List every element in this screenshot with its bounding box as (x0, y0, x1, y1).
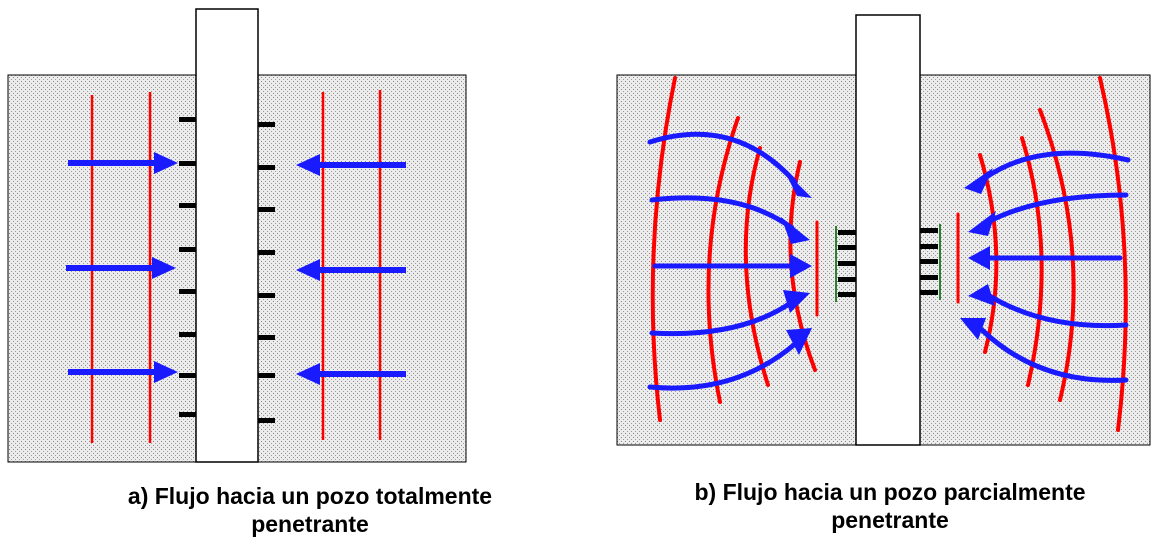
caption-a-line1: a) Flujo hacia un pozo totalmente (127, 483, 493, 509)
caption-b-line1: b) Flujo hacia un pozo parcialmente (694, 479, 1086, 505)
panel-b-partially-penetrating-well (616, 14, 1151, 446)
panel-b-well-casing (855, 14, 921, 446)
caption-a-line2: penetrante (251, 511, 369, 537)
panel-b-flow-arrows (647, 131, 1131, 391)
caption-panel-a: a) Flujo hacia un pozo totalmente penetr… (100, 482, 520, 538)
caption-b-line2: penetrante (831, 507, 949, 533)
panel-a-flow-arrows (66, 152, 406, 385)
panel-b-screen-slots (835, 224, 941, 302)
panel-a-fully-penetrating-well (7, 8, 467, 463)
caption-panel-b: b) Flujo hacia un pozo parcialmente pene… (660, 478, 1120, 534)
panel-a-screen-slots (179, 117, 275, 423)
panel-a-well-casing (195, 8, 259, 463)
